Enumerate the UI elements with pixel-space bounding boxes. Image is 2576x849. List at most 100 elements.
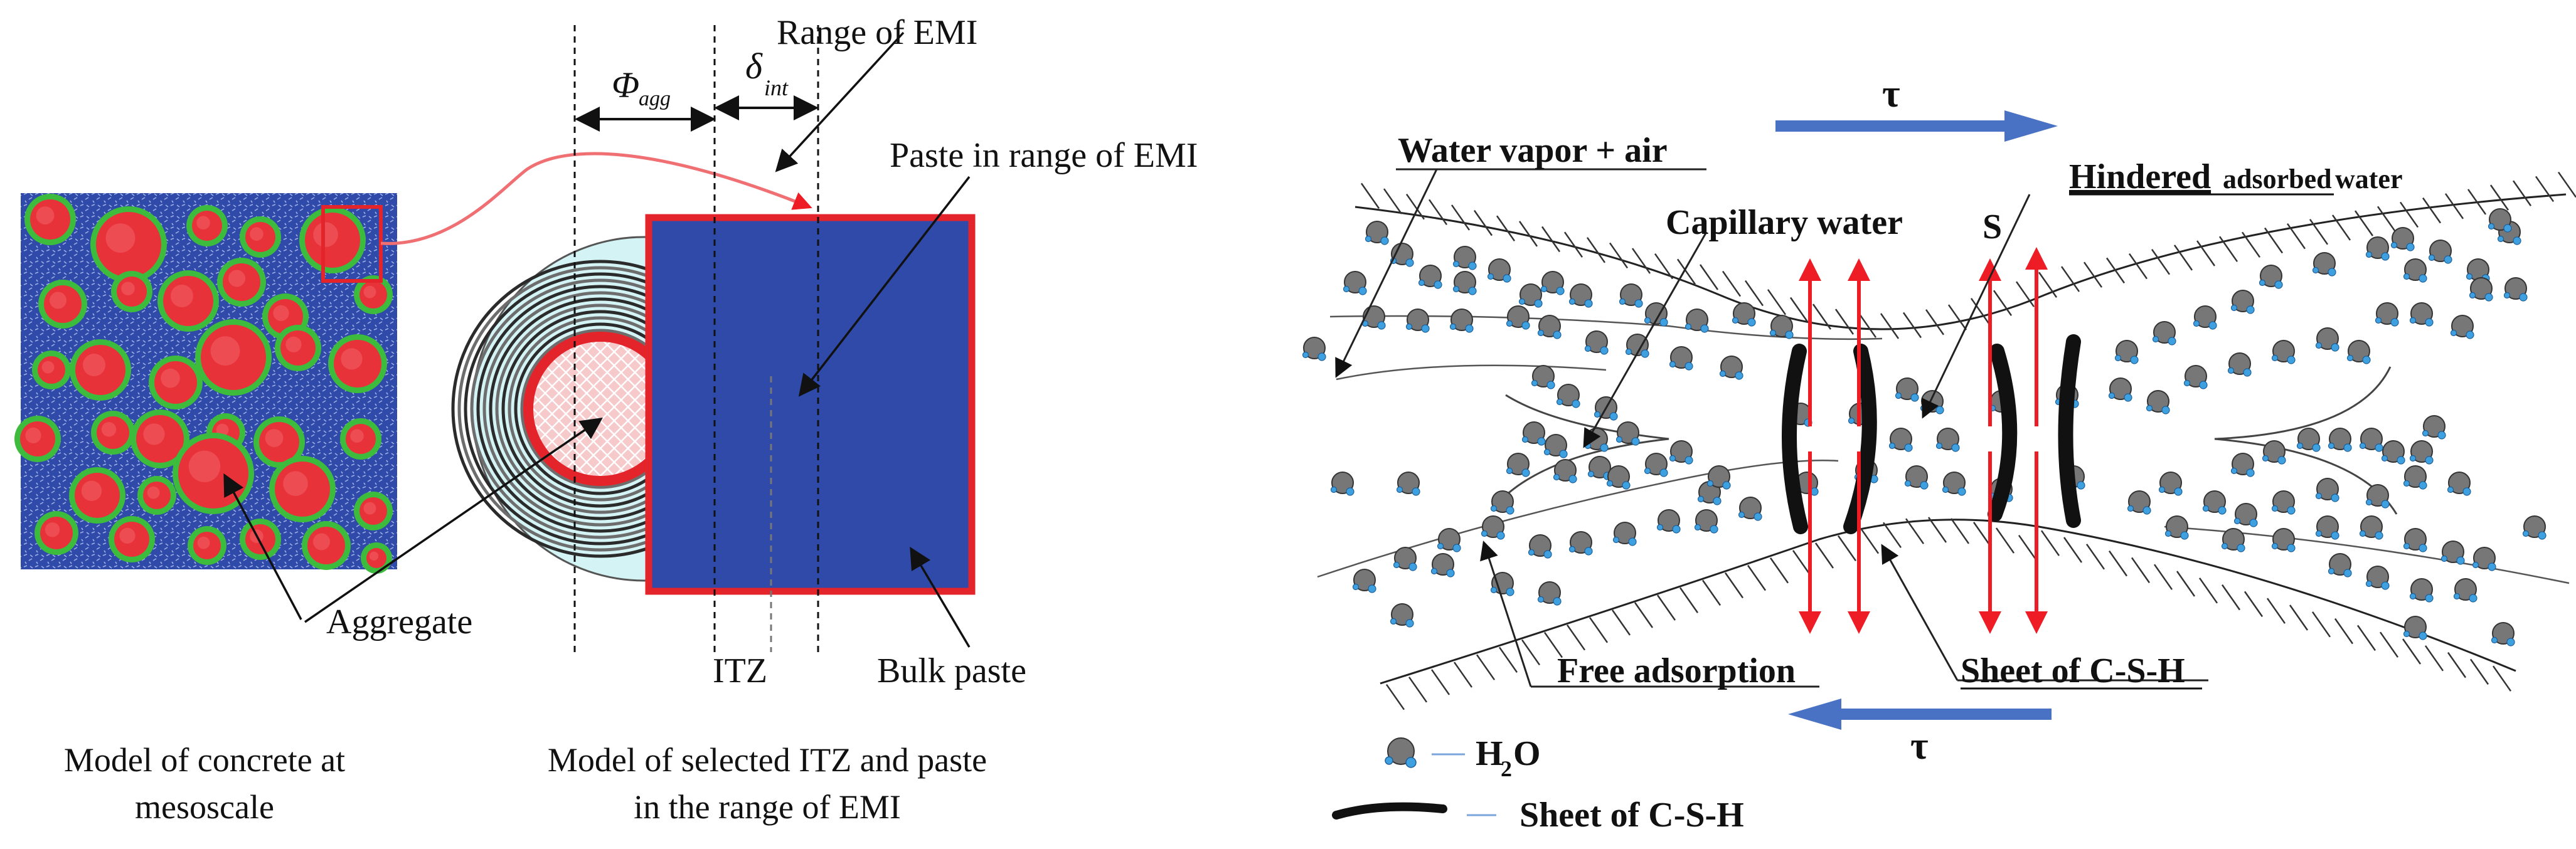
- h2o-molecule: [2453, 578, 2478, 603]
- h2o-molecule: [1352, 569, 1376, 593]
- water-molecules: [1302, 208, 2547, 646]
- h2o-molecule: [1568, 531, 1593, 556]
- h2o-molecule: [2472, 547, 2496, 571]
- magnify-callout-curve: [380, 152, 812, 245]
- h2o-molecule: [2233, 503, 2258, 527]
- h2o-molecule: [2202, 490, 2227, 515]
- h2o-molecule: [2450, 315, 2474, 339]
- h2o-molecule: [1625, 334, 1649, 358]
- h2o-molecule: [1694, 509, 1718, 534]
- h2o-molecule: [1537, 581, 1562, 606]
- h2o-molecule: [2403, 465, 2427, 490]
- h2o-molecule: [2152, 321, 2176, 345]
- h2o-molecule: [1888, 428, 1913, 452]
- h2o-molecule: [2522, 515, 2547, 540]
- h2o-molecule: [1719, 356, 1743, 380]
- itz-label: ITZ: [713, 651, 767, 690]
- water-vapor-air-label: Water vapor + air: [1398, 131, 1668, 170]
- itz-paste-model: [451, 214, 976, 595]
- h2o-molecule: [1644, 453, 1668, 477]
- h2o-molecule: [2409, 578, 2434, 603]
- h2o-molecule: [1594, 396, 1618, 421]
- h2o-molecule: [2469, 277, 2493, 302]
- h2o-molecule: [1452, 271, 1477, 295]
- h2o-molecule: [2259, 265, 2283, 289]
- range-of-emi-label: Range of EMI: [777, 13, 977, 52]
- h2o-molecule: [2346, 340, 2371, 364]
- h2o-molecule: [2227, 352, 2252, 377]
- h2o-molecule: [1481, 515, 1505, 540]
- h2o-molecule: [1365, 221, 1389, 245]
- h2o-molecule: [2315, 327, 2339, 352]
- svg-text:Φ: Φ: [612, 65, 639, 105]
- h2o-molecule: [1430, 553, 1455, 577]
- h2o-molecule: [1487, 258, 1511, 283]
- aggregate-grains: [14, 194, 393, 574]
- h2o-molecule: [1553, 459, 1577, 483]
- normal-stress-arrows: [1799, 247, 2048, 634]
- h2o-molecule: [2409, 440, 2434, 465]
- h2o-molecule: [2328, 428, 2352, 452]
- h2o-molecule: [2359, 428, 2383, 452]
- h2o-molecule: [2230, 290, 2255, 314]
- h2o-molecule: [1330, 472, 1355, 496]
- h2o-molecule: [2488, 208, 2512, 233]
- concrete-mesoscale-model: [14, 193, 397, 574]
- shear-arrow-top: [1775, 110, 2058, 142]
- aggregate-label: Aggregate: [326, 603, 472, 641]
- svg-text:H: H: [1476, 734, 1503, 773]
- h2o-molecule: [2296, 428, 2321, 452]
- h2o-molecule: [1390, 603, 1414, 628]
- h2o-molecule: [2230, 453, 2255, 477]
- h2o-molecule: [2158, 472, 2183, 496]
- h2o-molecule: [1518, 283, 1543, 308]
- h2o-molecule: [2114, 340, 2139, 364]
- h2o-molecule: [2193, 305, 2217, 330]
- h2o-molecule: [2164, 515, 2189, 540]
- h2o-molecule: [1390, 243, 1414, 267]
- h2o-molecule: [1685, 308, 1709, 333]
- paste-in-range-label: Paste in range of EMI: [890, 136, 1198, 175]
- caption-itz-line1: Model of selected ITZ and paste: [548, 741, 987, 779]
- right-leader-lines: [1335, 168, 2208, 688]
- h2o-molecule: [2365, 484, 2390, 509]
- svg-text:2: 2: [1501, 756, 1512, 781]
- legend-sheet-label: Sheet of C-S-H: [1520, 796, 1744, 835]
- h2o-molecule: [1738, 497, 1762, 521]
- h2o-molecule: [1669, 440, 1693, 465]
- caption-itz-line2: in the range of EMI: [634, 788, 901, 826]
- h2o-molecule: [1606, 465, 1631, 490]
- h2o-molecule: [2315, 515, 2339, 540]
- h2o-molecule: [2365, 566, 2390, 590]
- phi-agg-label: Φ agg: [612, 65, 671, 110]
- capillary-water-label: Capillary water: [1666, 203, 1903, 242]
- svg-text:Sheet of C-S-H: Sheet of C-S-H: [1961, 651, 2185, 690]
- h2o-molecule: [1506, 453, 1530, 477]
- svg-text:int: int: [764, 75, 789, 100]
- h2o-molecule: [1769, 315, 1794, 339]
- caption-concrete-line1: Model of concrete at: [64, 741, 345, 779]
- h2o-molecule: [1540, 271, 1565, 295]
- h2o-molecule: [1619, 283, 1643, 308]
- h2o-molecule: [2271, 340, 2296, 364]
- h2o-molecule: [2422, 415, 2446, 440]
- h2o-molecule: [1656, 509, 1681, 534]
- delta-int-label: δ int: [745, 46, 789, 100]
- free-adsorption-label: Free adsorption: [1557, 651, 1796, 690]
- h2o-molecule: [1584, 330, 1609, 355]
- h2o-molecule: [2409, 302, 2434, 327]
- h2o-molecule: [1556, 384, 1580, 408]
- csh-sheets: [1782, 334, 2081, 534]
- h2o-molecule: [1904, 465, 1929, 490]
- h2o-molecule: [1528, 534, 1552, 559]
- h2o-molecule: [2312, 252, 2336, 277]
- s-label: S: [1983, 208, 2002, 246]
- hindered-adsorbed-water-label: Hindered adsorbed water: [2069, 157, 2403, 196]
- h2o-molecule: [2365, 236, 2390, 261]
- h2o-molecule: [2390, 227, 2415, 251]
- h2o-molecule: [2428, 240, 2452, 264]
- h2o-molecule: [1537, 315, 1562, 339]
- bulk-paste-label: Bulk paste: [877, 651, 1026, 690]
- h2o-molecule: [1490, 572, 1514, 596]
- h2o-molecule: [2440, 541, 2465, 565]
